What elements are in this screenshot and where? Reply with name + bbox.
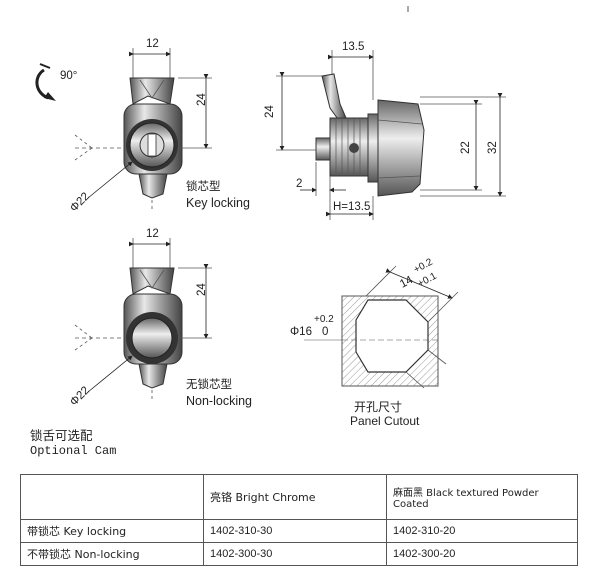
table-header-cell: 亮铬 Bright Chrome xyxy=(203,474,387,520)
dim-height-side: 24 xyxy=(264,105,276,118)
dim-depth: 13.5 xyxy=(342,41,365,53)
table-cell: 不带锁芯 Non-locking xyxy=(20,542,204,566)
optional-cam-cn: 锁舌可选配 xyxy=(30,428,93,443)
optional-cam-en: Optional Cam xyxy=(30,444,117,458)
table-row: 带锁芯 Key locking 1402-310-30 1402-310-20 xyxy=(20,519,578,543)
side-view xyxy=(276,50,506,220)
dim-head-32: 32 xyxy=(487,141,499,154)
table-header-cell xyxy=(20,474,204,520)
cutout-tol-zero: 0 xyxy=(322,326,329,338)
dim-shaft-2: 2 xyxy=(296,178,303,190)
panel-cutout xyxy=(304,265,459,389)
dim-width-top: 12 xyxy=(146,38,159,50)
non-locking-en: Non-locking xyxy=(186,394,253,408)
front-view-non-locking xyxy=(74,238,212,402)
spec-table: 亮铬 Bright Chrome 麻面黑 Black textured Powd… xyxy=(20,474,578,566)
panel-cutout-cn: 开孔尺寸 xyxy=(354,400,403,414)
key-locking-en: Key locking xyxy=(186,196,250,210)
table-cell: 1402-310-30 xyxy=(203,519,387,543)
table-header-row: 亮铬 Bright Chrome 麻面黑 Black textured Powd… xyxy=(20,474,578,520)
dim-height-top: 24 xyxy=(196,93,208,106)
dim-width-bottom: 12 xyxy=(146,228,159,240)
non-locking-cn: 无锁芯型 xyxy=(186,377,232,391)
front-view-key-locking xyxy=(35,48,212,212)
table-header-cell: 麻面黑 Black textured Powder Coated xyxy=(386,474,578,520)
dim-height-bottom: 24 xyxy=(196,283,208,296)
panel-cutout-en: Panel Cutout xyxy=(350,414,420,428)
table-cell: 1402-300-20 xyxy=(386,542,578,566)
cutout-dim-phi16: Φ16 xyxy=(290,326,312,338)
key-locking-cn: 锁芯型 xyxy=(186,179,221,193)
dim-head-22: 22 xyxy=(460,141,472,154)
dim-h: H=13.5 xyxy=(333,201,371,213)
table-cell: 带锁芯 Key locking xyxy=(20,519,204,543)
table-row: 不带锁芯 Non-locking 1402-300-30 1402-300-20 xyxy=(20,542,578,566)
cutout-tol-plus02-b: +0.2 xyxy=(314,314,334,325)
rotation-label: 90° xyxy=(60,70,78,82)
table-cell: 1402-310-20 xyxy=(386,519,578,543)
table-cell: 1402-300-30 xyxy=(203,542,387,566)
